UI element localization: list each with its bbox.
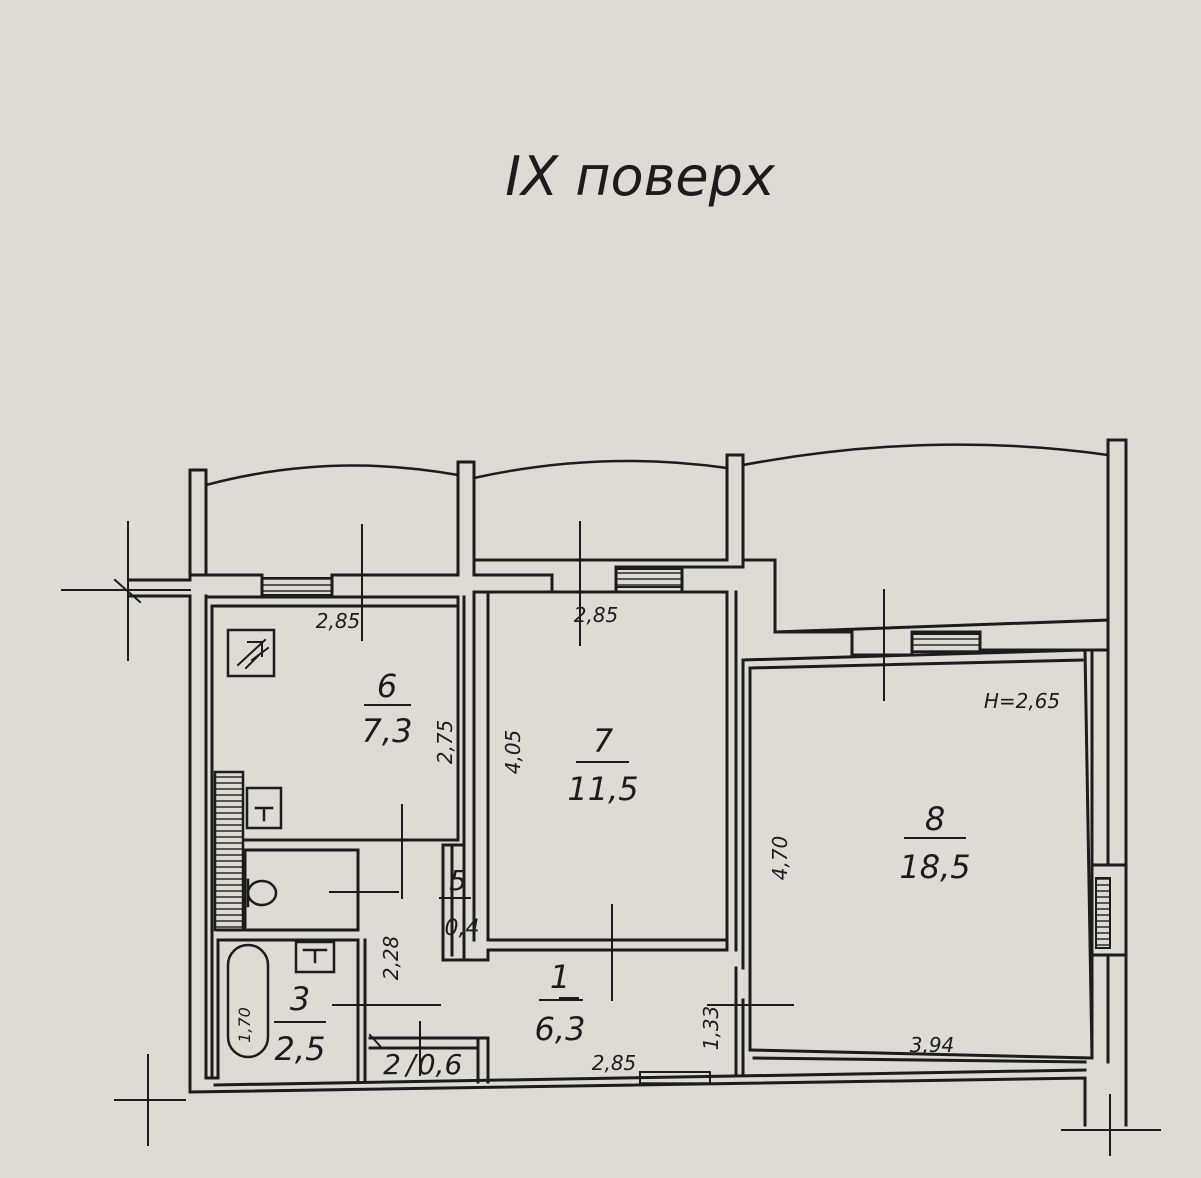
room-8-area: 18,5 <box>899 848 970 886</box>
room-6-number: 6 <box>377 667 397 705</box>
balcony <box>188 438 1128 1127</box>
dim-tub-length: 1,70 <box>235 1007 254 1043</box>
room-2-slash: / <box>403 1048 418 1081</box>
sink-icon <box>245 786 283 830</box>
room-3-area: 2,5 <box>275 1030 326 1068</box>
room-1-number: 1 <box>550 958 570 996</box>
dim-hall-width: 2,85 <box>592 1051 637 1075</box>
fixtures <box>213 628 336 1059</box>
dim-hall-depth: 1,33 <box>699 1006 723 1051</box>
dim-room6-width: 2,85 <box>316 609 361 633</box>
window-room6 <box>261 577 333 596</box>
room-5-number: 5 <box>449 864 467 897</box>
dim-room7-width: 2,85 <box>574 603 619 627</box>
ceiling-height: H=2,65 <box>984 689 1060 713</box>
toilet-icon <box>246 879 278 907</box>
stove-icon <box>226 628 276 678</box>
room-2-number: 2 <box>383 1048 401 1081</box>
floor-title: IX поверх <box>505 145 776 208</box>
dim-room8-depth: 4,70 <box>768 836 792 881</box>
room-1-area: 6,3 <box>535 1010 586 1048</box>
room-7-area: 11,5 <box>567 770 638 808</box>
room-6-area: 7,3 <box>362 712 413 750</box>
room-8-number: 8 <box>925 800 945 838</box>
bath-sink-icon <box>294 940 336 974</box>
window-room8 <box>911 633 981 653</box>
window-hall <box>639 1071 711 1085</box>
dim-room8-width: 3,94 <box>910 1033 955 1057</box>
window-room8-side <box>1095 877 1111 949</box>
dim-bath-depth: 2,28 <box>379 936 403 981</box>
axis-marks <box>61 521 1161 1156</box>
dim-room6-depth: 2,75 <box>433 720 457 765</box>
radiator-icon <box>213 770 245 932</box>
room-7-number: 7 <box>593 722 614 760</box>
dim-room7-depth: 4,05 <box>501 730 525 775</box>
interior-walls <box>204 590 1094 1084</box>
room-2-area: 0,6 <box>418 1048 463 1081</box>
bathtub-icon <box>226 943 270 1059</box>
room-3-number: 3 <box>290 980 310 1018</box>
room-5-area: 0,4 <box>445 916 480 941</box>
window-room7 <box>615 568 683 588</box>
